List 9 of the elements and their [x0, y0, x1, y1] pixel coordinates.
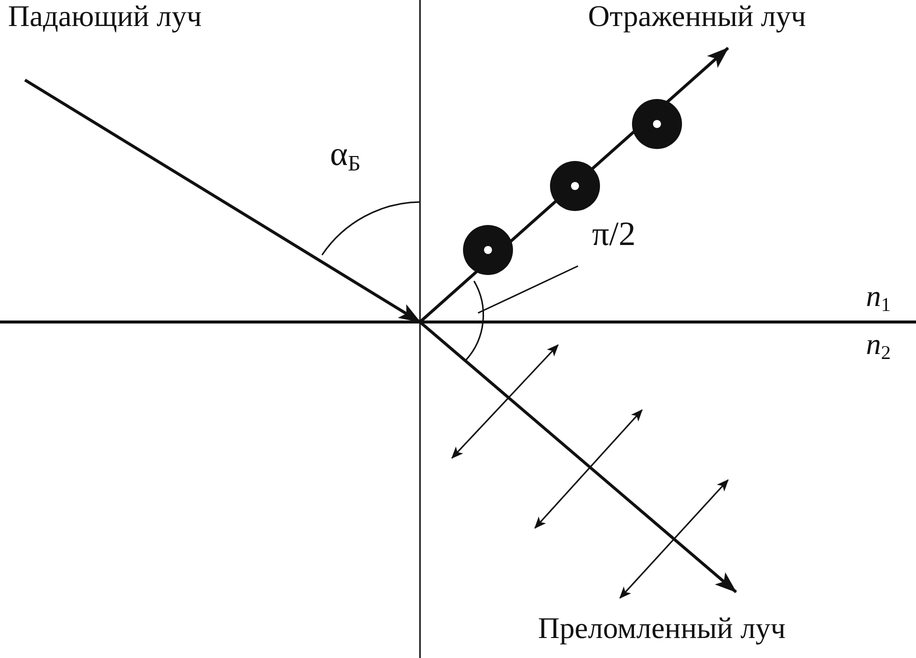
leader-line: [478, 265, 578, 314]
medium-label: n$_{1}$: [866, 282, 891, 316]
ray-label: Падающий луч: [8, 2, 202, 32]
medium-label: n$_{2}$: [866, 330, 891, 364]
angle-label: π/2: [592, 218, 636, 252]
right-angle-arc: [465, 280, 484, 360]
ray-label: Отраженный луч: [588, 2, 806, 32]
ray-label: Преломленный луч: [538, 614, 786, 644]
angle-label: α$_{Б}$: [330, 138, 361, 175]
